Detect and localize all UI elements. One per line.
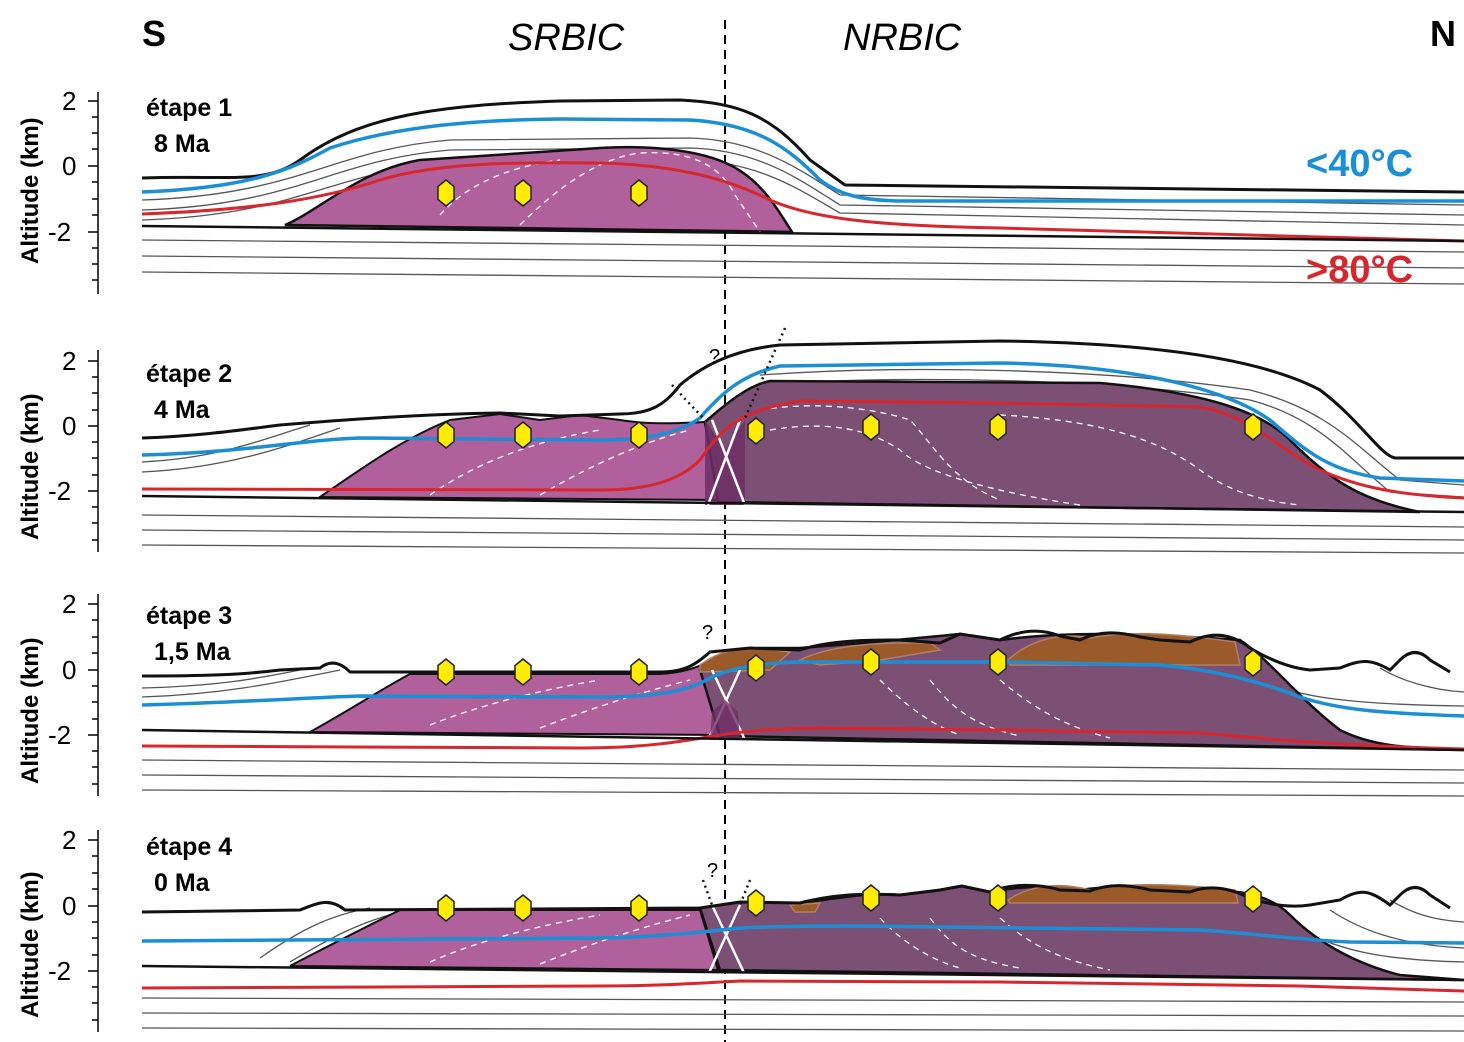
- srbic-pluton: [316, 412, 720, 502]
- sample-marker: [514, 179, 532, 207]
- surface-line: [141, 883, 1451, 914]
- stage-2-strata: [141, 368, 1464, 554]
- sample-marker: [437, 179, 455, 207]
- sample-marker: [1244, 649, 1262, 677]
- samples: [437, 648, 1262, 686]
- base-line: [141, 964, 1464, 982]
- stage-1-name: étape 1: [146, 94, 232, 122]
- stage-2-intrusion-contacts: [429, 405, 1301, 506]
- y-tick-label: 2: [62, 825, 76, 855]
- stage-3-age: 1,5 Ma: [154, 638, 232, 666]
- y-tick-label: 2: [62, 346, 76, 376]
- contact-fault-x: [706, 419, 747, 506]
- y-axes: 2 0 -2 Altitude (km) 2 0 -2 Altitude (km…: [17, 86, 99, 1032]
- sample-marker: [747, 889, 765, 917]
- fault-dotted: [743, 327, 787, 419]
- north-label: N: [1430, 13, 1456, 54]
- legend-cold-label: <40°C: [1306, 143, 1413, 185]
- sample-marker: [630, 421, 648, 449]
- sample-marker: [747, 654, 765, 682]
- contact-fault-x: [706, 904, 747, 976]
- contact-wedge: [710, 700, 740, 740]
- y-tick-label: 2: [62, 589, 76, 619]
- stage-4-strata: [141, 899, 1464, 1032]
- sample-marker: [437, 421, 455, 449]
- sample-marker: [630, 658, 648, 686]
- y-tick-label: -2: [48, 476, 71, 506]
- y-tick-label: 2: [62, 86, 76, 116]
- question-mark: ?: [709, 346, 720, 368]
- samples: [437, 884, 1262, 922]
- sample-marker: [514, 658, 532, 686]
- isotherm-40: [141, 117, 1464, 203]
- question-mark: ?: [702, 622, 713, 644]
- sample-marker: [989, 413, 1007, 441]
- sample-marker: [514, 894, 532, 922]
- y-axis-label: Altitude (km): [17, 637, 44, 784]
- base-line: [141, 494, 1464, 514]
- fault-dotted: [738, 879, 752, 906]
- nrbic-label: NRBIC: [843, 17, 962, 59]
- surface-line: [141, 629, 1451, 678]
- stage-3-panel: ? étape 3 1,5 Ma: [141, 602, 1464, 797]
- stage-2-panel: ? étape 2 4 Ma: [141, 327, 1464, 554]
- stage-4-name: étape 4: [146, 833, 232, 861]
- sample-marker: [862, 413, 880, 441]
- samples: [437, 413, 1262, 449]
- y-tick-label: -2: [48, 956, 71, 986]
- stage-1-panel: étape 1 8 Ma <40°C >80°C: [141, 94, 1464, 291]
- y-axis-label: Altitude (km): [17, 871, 44, 1018]
- south-label: S: [142, 13, 166, 54]
- stage-2-age: 4 Ma: [154, 396, 211, 424]
- y-tick-label: 0: [62, 411, 76, 441]
- stage-4-faults: [701, 879, 752, 906]
- isotherm-80: [141, 399, 1464, 500]
- srbic-label: SRBIC: [508, 17, 625, 59]
- sample-marker: [862, 884, 880, 912]
- stage-4-age: 0 Ma: [154, 869, 211, 897]
- question-mark: ?: [707, 860, 718, 882]
- base-line: [141, 728, 1464, 752]
- stage-3-name: étape 3: [146, 602, 232, 630]
- base-line: [141, 224, 1464, 243]
- fault-dotted: [701, 879, 714, 906]
- isotherm-80: [141, 979, 1464, 993]
- isotherm-40: [141, 361, 1464, 483]
- stage-3-intrusion-contacts: [429, 679, 1111, 739]
- y-tick-label: 0: [62, 891, 76, 921]
- sample-marker: [437, 894, 455, 922]
- sample-marker: [437, 658, 455, 686]
- sample-marker: [514, 421, 532, 449]
- y-tick-label: 0: [62, 655, 76, 685]
- sample-marker: [1244, 885, 1262, 913]
- sample-marker: [630, 894, 648, 922]
- surface-line: [141, 339, 1464, 460]
- stage-1-intrusion-contacts: [439, 151, 761, 233]
- stage-3-strata: [141, 667, 1464, 797]
- stage-1-age: 8 Ma: [154, 130, 211, 158]
- legend-hot-label: >80°C: [1306, 249, 1413, 291]
- samples: [437, 179, 648, 207]
- sample-marker: [862, 648, 880, 676]
- sample-marker: [747, 417, 765, 445]
- stage-4-panel: ? étape 4 0 Ma: [141, 833, 1464, 1032]
- y-tick-label: 0: [62, 151, 76, 181]
- y-tick-label: -2: [48, 217, 71, 247]
- y-axis-label: Altitude (km): [17, 117, 44, 264]
- sample-marker: [989, 648, 1007, 676]
- isotherm-80: [141, 161, 1464, 243]
- sample-marker: [989, 884, 1007, 912]
- stage-2-faults: [671, 327, 787, 421]
- sample-marker: [1244, 413, 1262, 441]
- y-axis-label: Altitude (km): [17, 393, 44, 540]
- srbic-pluton: [284, 145, 795, 234]
- fault-dotted: [671, 384, 706, 421]
- stage-2-name: étape 2: [146, 360, 232, 388]
- sample-marker: [630, 179, 648, 207]
- isotherm-40: [141, 924, 1464, 945]
- surface-line: [141, 98, 1464, 194]
- y-tick-label: -2: [48, 720, 71, 750]
- isotherm-80: [141, 726, 1464, 751]
